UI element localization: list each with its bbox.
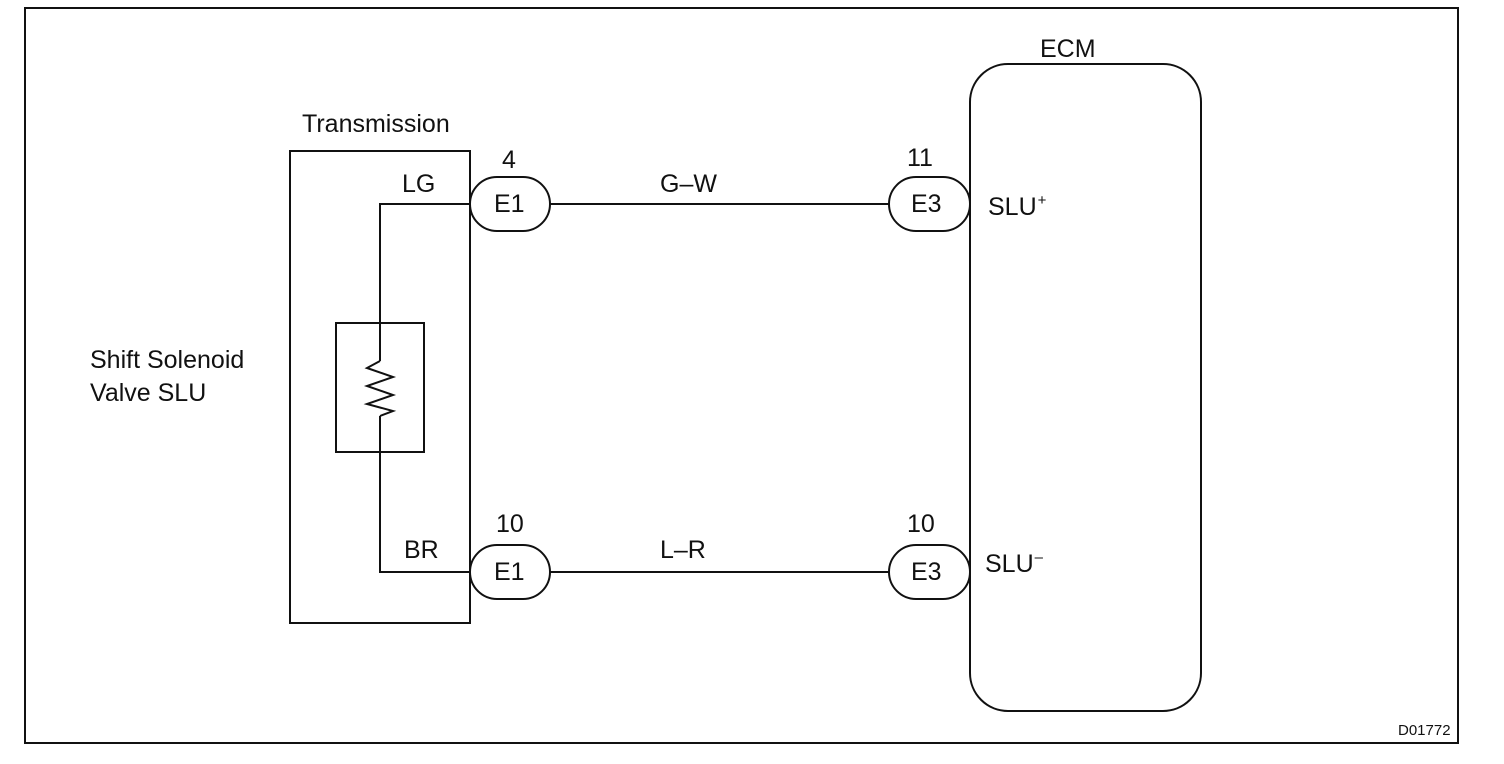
connector-e3-bottom-label: E3	[911, 558, 942, 586]
wire-color-lg: LG	[402, 170, 436, 198]
connector-e3-top	[888, 176, 971, 232]
connector-e1-bottom-label: E1	[494, 558, 525, 586]
solenoid-wire-top	[379, 203, 470, 361]
wire-color-br: BR	[404, 536, 439, 564]
ecm-terminal-minus-sign: –	[1034, 549, 1043, 566]
ecm-label: ECM	[1040, 35, 1096, 63]
connector-e1-bottom	[469, 544, 551, 600]
connector-e1-top	[469, 176, 551, 232]
connector-e3-top-label: E3	[911, 190, 942, 218]
pin-e1-top: 4	[502, 146, 516, 174]
ecm-terminal-slu-plus-name: SLU	[988, 193, 1037, 221]
component-label-line1: Shift Solenoid	[90, 346, 245, 374]
figure-code: D01772	[1398, 722, 1451, 739]
diagram-frame	[24, 7, 1459, 744]
transmission-label: Transmission	[302, 110, 450, 138]
solenoid-wire-bottom	[379, 416, 470, 573]
pin-e3-bottom: 10	[907, 510, 935, 538]
ecm-terminal-slu-minus-name: SLU	[985, 550, 1034, 578]
connector-e1-top-label: E1	[494, 190, 525, 218]
wire-label-g-w: G–W	[660, 170, 717, 198]
ecm-terminal-slu-plus: SLU+	[988, 192, 1047, 221]
transmission-box	[289, 150, 471, 624]
connector-e3-bottom	[888, 544, 971, 600]
resistor-symbol	[363, 360, 397, 417]
pin-e3-top: 11	[907, 144, 933, 172]
ecm-terminal-slu-minus: SLU–	[985, 549, 1043, 578]
ecm-box	[969, 63, 1202, 712]
component-label-line2: Valve SLU	[90, 379, 207, 407]
pin-e1-bottom: 10	[496, 510, 524, 538]
wire-label-l-r: L–R	[660, 536, 706, 564]
ecm-terminal-plus-sign: +	[1037, 192, 1047, 209]
